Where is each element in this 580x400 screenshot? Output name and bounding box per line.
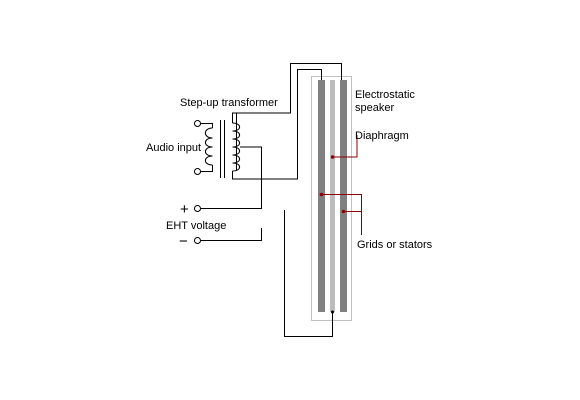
wire-secondary-bottom-to-left-stator <box>236 69 322 180</box>
audio-input-terminal-bottom <box>194 168 201 175</box>
wire-eht-minus <box>201 228 262 241</box>
plus-sign: + <box>180 201 189 218</box>
grids-leader <box>321 194 362 235</box>
minus-sign: − <box>179 233 188 250</box>
audio-input-label: Audio input <box>146 142 201 154</box>
stator-right <box>340 80 347 312</box>
grids-leader-dot-left <box>319 192 324 197</box>
secondary-coil <box>232 112 241 180</box>
diaphragm-label: Diaphragm <box>355 130 409 142</box>
eht-voltage-label: EHT voltage <box>166 220 226 232</box>
wire-center-tap <box>201 146 262 209</box>
grids-label: Grids or stators <box>357 239 433 251</box>
speaker-label-line1: Electrostatic <box>355 89 415 101</box>
diaphragm-leader <box>332 135 358 158</box>
transformer-label: Step-up transformer <box>180 97 278 109</box>
diaphragm-leader-dot <box>330 155 335 159</box>
eht-terminal-minus <box>194 237 201 244</box>
eht-terminal-plus <box>194 205 201 212</box>
wire-diaphragm-bottom <box>284 210 333 337</box>
diaphragm-bottom-node <box>331 310 334 314</box>
wire-secondary-top-to-right-stator <box>236 63 342 114</box>
primary-coil <box>204 127 213 166</box>
diaphragm <box>330 80 335 312</box>
audio-input-terminal-top <box>194 120 201 127</box>
speaker-label-line2: speaker <box>355 102 394 114</box>
grids-leader-dot-right <box>341 209 346 214</box>
audio-input-wiring <box>194 120 213 175</box>
